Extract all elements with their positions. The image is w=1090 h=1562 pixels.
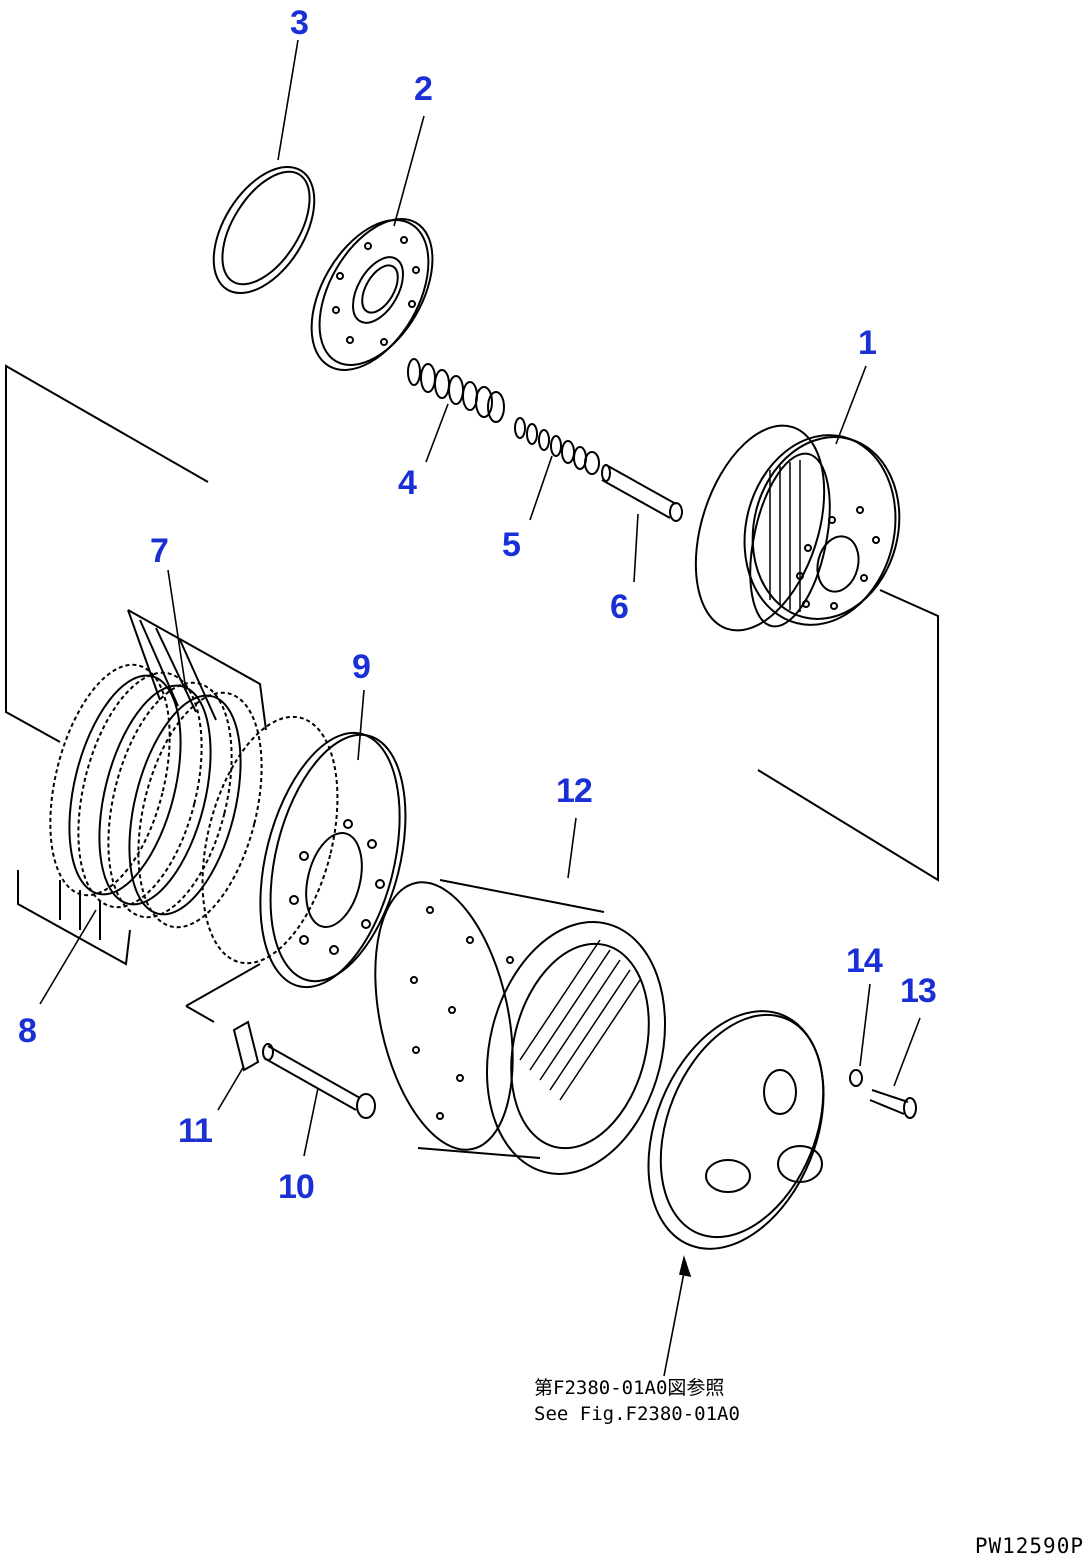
callout-14: 14 bbox=[846, 942, 883, 980]
long-bolt bbox=[262, 1043, 376, 1119]
reference-note-jp: 第F2380-01A0図参照 bbox=[534, 1377, 725, 1399]
small-bolt-and-washer bbox=[849, 1069, 917, 1119]
cover bbox=[647, 1010, 825, 1250]
reference-note-en: See Fig.F2380-01A0 bbox=[534, 1403, 740, 1425]
callout-13: 13 bbox=[900, 972, 937, 1010]
guide-pin bbox=[601, 464, 683, 522]
piston-hub bbox=[694, 424, 901, 632]
clutch-drum bbox=[374, 879, 667, 1175]
frame-lines bbox=[5, 364, 939, 1023]
outer-spring bbox=[407, 358, 505, 423]
clutch-discs bbox=[49, 663, 263, 929]
callout-5: 5 bbox=[502, 526, 521, 564]
end-plate bbox=[201, 715, 407, 989]
callout-6: 6 bbox=[610, 588, 629, 626]
clutch-plates bbox=[68, 674, 242, 916]
callout-3: 3 bbox=[290, 4, 309, 42]
callout-11: 11 bbox=[178, 1112, 213, 1150]
callout-2: 2 bbox=[414, 70, 433, 108]
callout-9: 9 bbox=[352, 648, 371, 686]
leader-lines bbox=[39, 39, 921, 1377]
lock-plate bbox=[232, 1020, 260, 1072]
callout-8: 8 bbox=[18, 1012, 37, 1050]
figure-id: PW12590P bbox=[974, 1534, 1084, 1558]
retainer-plate bbox=[310, 218, 434, 371]
disc-index-lines bbox=[17, 609, 267, 966]
callout-12: 12 bbox=[556, 772, 593, 810]
callout-7: 7 bbox=[150, 532, 169, 570]
callout-1: 1 bbox=[858, 324, 877, 362]
callout-4: 4 bbox=[398, 464, 417, 502]
snap-ring bbox=[212, 165, 316, 295]
callout-10: 10 bbox=[278, 1168, 315, 1206]
inner-spring bbox=[514, 417, 600, 475]
